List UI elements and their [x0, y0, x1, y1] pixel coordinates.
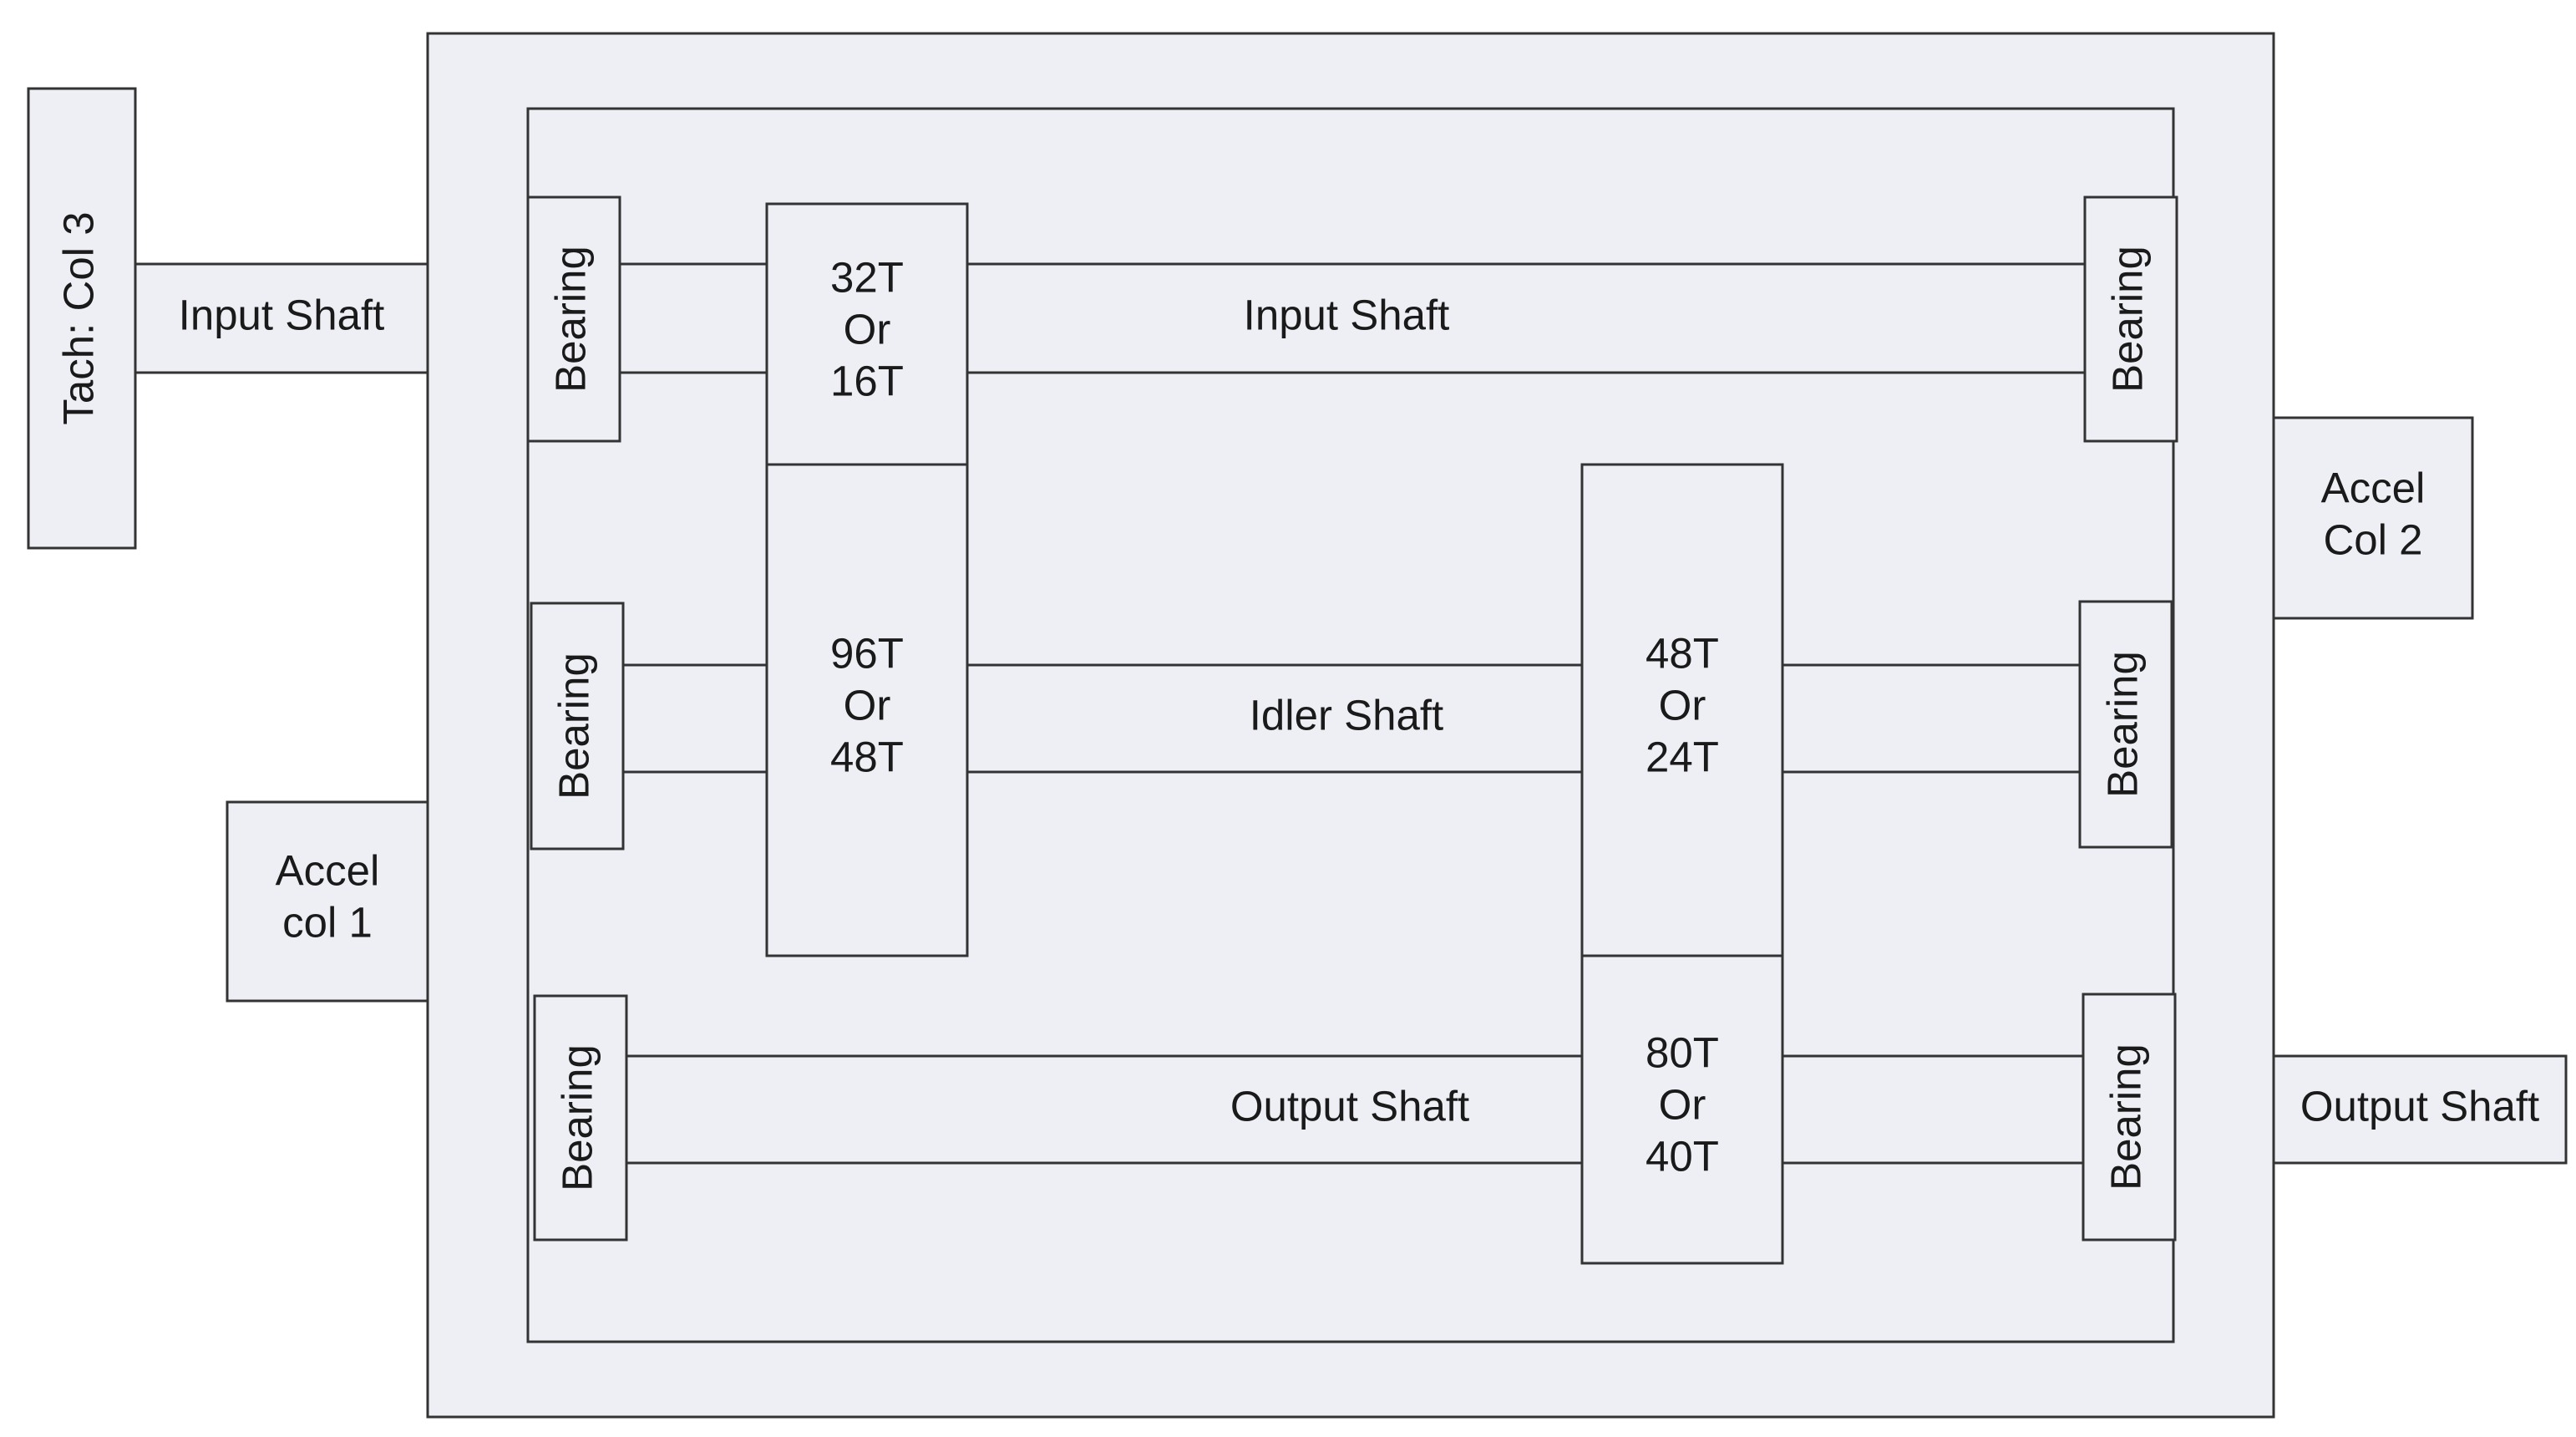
accel-col1-box [226, 800, 429, 1003]
gear-input-line1: 32T [830, 253, 904, 301]
bearing-output-right [2082, 993, 2177, 1242]
accel-col1-line2: col 1 [282, 898, 373, 946]
gear-idler-left-line2: Or [844, 681, 891, 729]
gear-idler-right-line2: Or [1659, 681, 1706, 729]
gear-idler-right-line3: 24T [1645, 733, 1719, 780]
bearing-input-left [526, 195, 621, 443]
bearing-input-right [2083, 195, 2178, 443]
gear-output-line3: 40T [1645, 1132, 1719, 1180]
bearing-output-right-label: Bearing [2102, 1043, 2149, 1191]
outside-output-shaft-label: Output Shaft [2300, 1082, 2539, 1130]
accel-col2-line1: Accel [2321, 464, 2426, 511]
bearing-idler-left [530, 602, 625, 851]
outside-input-shaft [134, 262, 429, 374]
bearing-idler-right-label: Bearing [2098, 651, 2146, 798]
bearing-input-left-label: Bearing [546, 246, 594, 393]
bearing-idler-left-label: Bearing [550, 652, 597, 800]
output-shaft-label: Output Shaft [1230, 1082, 1469, 1130]
tach-box [27, 87, 137, 550]
gear-output-line2: Or [1659, 1080, 1706, 1128]
gear-idler-left-line1: 96T [830, 629, 904, 677]
input-shaft-label: Input Shaft [1244, 291, 1450, 338]
gear-idler-left [765, 463, 969, 957]
gear-input-line2: Or [844, 305, 891, 353]
bearing-output-left [533, 994, 628, 1242]
idler-shaft-label: Idler Shaft [1250, 691, 1443, 739]
accel-col2-line2: Col 2 [2323, 515, 2422, 563]
bearing-idler-right [2078, 600, 2173, 849]
bearing-output-left-label: Bearing [553, 1044, 601, 1191]
accel-col2-box [2272, 416, 2474, 620]
gear-input-line3: 16T [830, 357, 904, 404]
tach-label: Tach: Col 3 [54, 211, 102, 424]
outside-input-shaft-label: Input Shaft [179, 291, 385, 338]
outside-output-shaft [2272, 1054, 2568, 1165]
gear-output-line1: 80T [1645, 1028, 1719, 1076]
gear-idler-right-line1: 48T [1645, 629, 1719, 677]
gear-idler-left-line3: 48T [830, 733, 904, 780]
bearing-input-right-label: Bearing [2103, 246, 2151, 393]
accel-col1-line1: Accel [276, 846, 380, 894]
gear-output [1580, 954, 1784, 1265]
gear-idler-right [1580, 463, 1784, 957]
